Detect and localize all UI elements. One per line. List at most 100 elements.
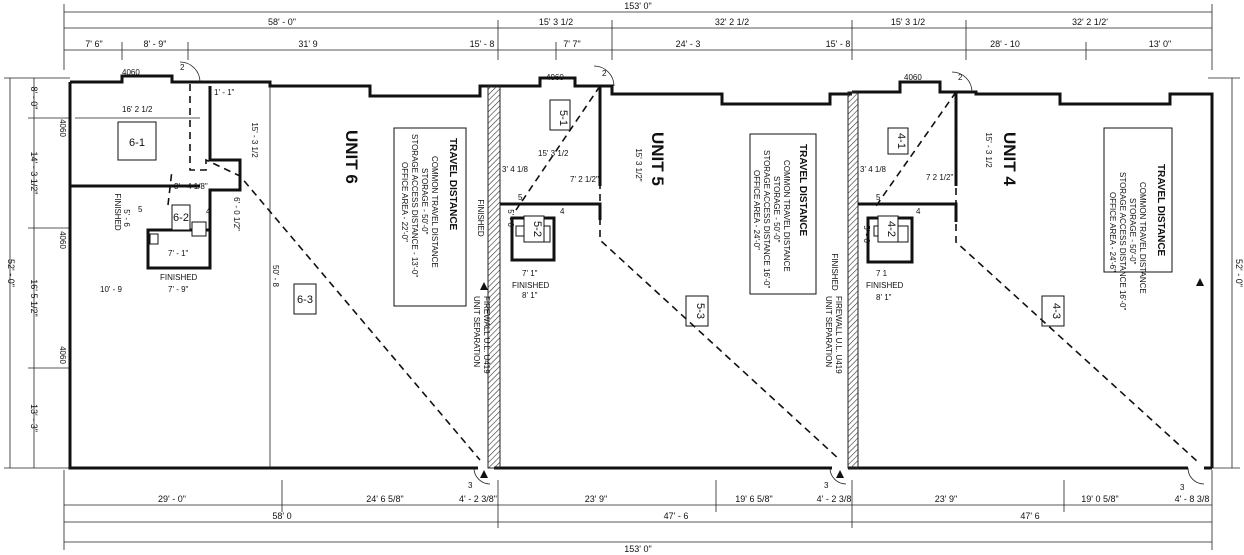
- finished-label: FINISHED: [830, 253, 839, 291]
- bottom-dim: 29' - 0": [158, 494, 186, 504]
- inner-dim: 15' 3 1/2: [538, 149, 569, 158]
- room-tag-6-1: [117, 121, 157, 161]
- door-label: 4060: [58, 346, 67, 364]
- top-dim: 58' - 0": [268, 17, 296, 27]
- room-tag-6-3: [293, 283, 317, 315]
- inner-dim: 15' - 3 1/2: [984, 132, 993, 168]
- door-label: 4060: [122, 68, 140, 77]
- firewall-label: UNIT SEPARATION: [472, 296, 481, 367]
- firewall-label: UNIT SEPARATION: [824, 296, 833, 367]
- inner-dim: 3' 4 1/8: [860, 165, 887, 174]
- exit-label: 2: [958, 73, 963, 82]
- exit-label: 2: [180, 63, 185, 72]
- unit-name: UNIT 4: [1000, 132, 1019, 186]
- side-dimension-lines: [4, 77, 1240, 469]
- left-dim: 13' - 3": [29, 404, 39, 432]
- tag-label: 5: [518, 193, 523, 202]
- unit-4: 4-1 4-2 4-3 UNIT 4 15' - 3 1/2 3' 4 1/8 …: [824, 71, 1205, 492]
- firewall-unit-4-5: [847, 91, 859, 469]
- bottom-dim: 19' 0 5/8": [1081, 494, 1118, 504]
- room-tag-4-3: [1041, 295, 1065, 327]
- top-dim: 28' - 10: [990, 39, 1020, 49]
- room-label: 6-3: [297, 294, 313, 306]
- top-dim: 7' 6": [85, 39, 102, 49]
- top-dim: 8' - 9": [144, 39, 167, 49]
- inner-dim: 8' 1": [522, 291, 538, 300]
- left-door-labels: 4060 4060 4060: [58, 119, 67, 364]
- inner-dim: 7' 1": [522, 269, 538, 278]
- travel-title: TRAVEL DISTANCE: [1155, 164, 1166, 257]
- room-tag-4-2: [877, 215, 899, 243]
- firewall-label: FIREWALL U.L. U419: [482, 296, 491, 374]
- travel-line: STORAGE ACCESS DISTANCE - 13'-0": [410, 134, 419, 277]
- room-tag-5-1: [549, 99, 571, 131]
- unit-name: UNIT 5: [648, 132, 667, 186]
- top-dim: 24' - 3: [676, 39, 701, 49]
- top-dim: 15' - 8: [826, 39, 851, 49]
- firewall-unit-5-6: [487, 85, 501, 469]
- inner-dim: 7' - 1": [168, 249, 189, 258]
- room-tag-5-3: [685, 295, 709, 327]
- bottom-total-dim: 153' 0": [624, 544, 651, 554]
- travel-line: OFFICE AREA - 24'-6": [1108, 192, 1117, 272]
- door-label: 4060: [904, 73, 922, 82]
- door-label: 4060: [58, 231, 67, 249]
- inner-dim: 6' - 0 1/2": [232, 197, 241, 231]
- inner-dim: 50' - 8: [271, 265, 280, 288]
- door-label: 4060: [546, 73, 564, 82]
- top-dim: 31' 9: [298, 39, 317, 49]
- bottom-dim: 24' 6 5/8": [366, 494, 403, 504]
- bottom-dims-row2: 58' 0 47' - 6 47' 6: [272, 511, 1039, 521]
- tag-label: 5: [138, 205, 143, 214]
- travel-distance-note-6: [393, 127, 467, 307]
- top-dim: 7' 7": [563, 39, 580, 49]
- left-dim: 16' 5 1/2": [29, 279, 39, 316]
- unit-5: 5-1 5-2 5-3 UNIT 5 15' 3 1/2" 15' 3 1/2 …: [472, 65, 847, 490]
- top-dim: 13' 0": [1149, 39, 1171, 49]
- inner-dim: 7 1: [876, 269, 888, 278]
- inner-dim: 10' - 9: [100, 285, 123, 294]
- room-tag-4-1: [887, 127, 909, 155]
- room-label: 4-2: [885, 221, 897, 237]
- travel-distance-note-5: [749, 133, 817, 295]
- travel-line: COMMON TRAVEL DISTANCE: [430, 156, 439, 268]
- room-label: 6-1: [129, 137, 145, 149]
- bottom-dim: 19' 6 5/8": [735, 494, 772, 504]
- top-dim: 32' 2 1/2': [1072, 17, 1108, 27]
- room-tag-5-2: [523, 215, 545, 243]
- door-label: 4060: [58, 119, 67, 137]
- inner-dim: 3' - 4 1/8": [174, 182, 208, 191]
- bottom-dim: 4' - 2 3/8: [817, 494, 852, 504]
- travel-line: STORAGE ACCESS DISTANCE 16'-0": [762, 150, 771, 288]
- top-dim: 15' - 8: [470, 39, 495, 49]
- inner-dim: 16' 2 1/2: [122, 105, 153, 114]
- finished-label: FINISHED: [512, 281, 550, 290]
- exit-label: 3: [824, 481, 829, 490]
- top-dims-row2: 7' 6" 8' - 9" 31' 9 15' - 8 7' 7" 24' - …: [85, 39, 1171, 49]
- left-dim: 14' - 3 1/2": [29, 152, 39, 195]
- inner-dim: 8' 1": [876, 293, 892, 302]
- inner-dim: 15' - 3 1/2: [250, 122, 259, 158]
- inner-dim: 1' - 1": [214, 88, 235, 97]
- travel-line: STORAGE ACCESS DISTANCE 16'-0": [1118, 172, 1127, 310]
- left-dim: 8' - 0": [29, 87, 39, 110]
- travel-line: COMMON TRAVEL DISTANCE: [1138, 182, 1147, 294]
- bottom-dims-row1: 29' - 0" 24' 6 5/8" 4' - 2 3/8" 23' 9" 1…: [158, 494, 1209, 504]
- bottom-dimension-lines: [63, 470, 1213, 550]
- bottom-dim: 4' - 2 3/8": [459, 494, 497, 504]
- inner-dim: 7 2 1/2": [926, 173, 953, 182]
- tag-label: 4: [560, 207, 565, 216]
- left-height-dim: 52' - 0": [6, 259, 16, 287]
- top-dim: 32' 2 1/2: [715, 17, 749, 27]
- room-label: 5-1: [557, 110, 569, 126]
- bottom-dim: 47' - 6: [664, 511, 689, 521]
- markers: [480, 278, 1204, 478]
- finished-label: FINISHED: [476, 199, 485, 237]
- room-label: 5-3: [694, 303, 706, 319]
- building-outline: [68, 74, 1214, 470]
- left-dims: 8' - 0" 14' - 3 1/2" 16' 5 1/2" 13' - 3": [29, 87, 39, 432]
- travel-line: STORAGE - 50'-0": [1128, 198, 1137, 265]
- tag-label: 4: [916, 207, 921, 216]
- travel-title: TRAVEL DISTANCE: [447, 138, 458, 231]
- unit-6: 6-1 6-2 6-3 UNIT 6 16' 2 1/2 1' - 1" 15'…: [70, 61, 491, 490]
